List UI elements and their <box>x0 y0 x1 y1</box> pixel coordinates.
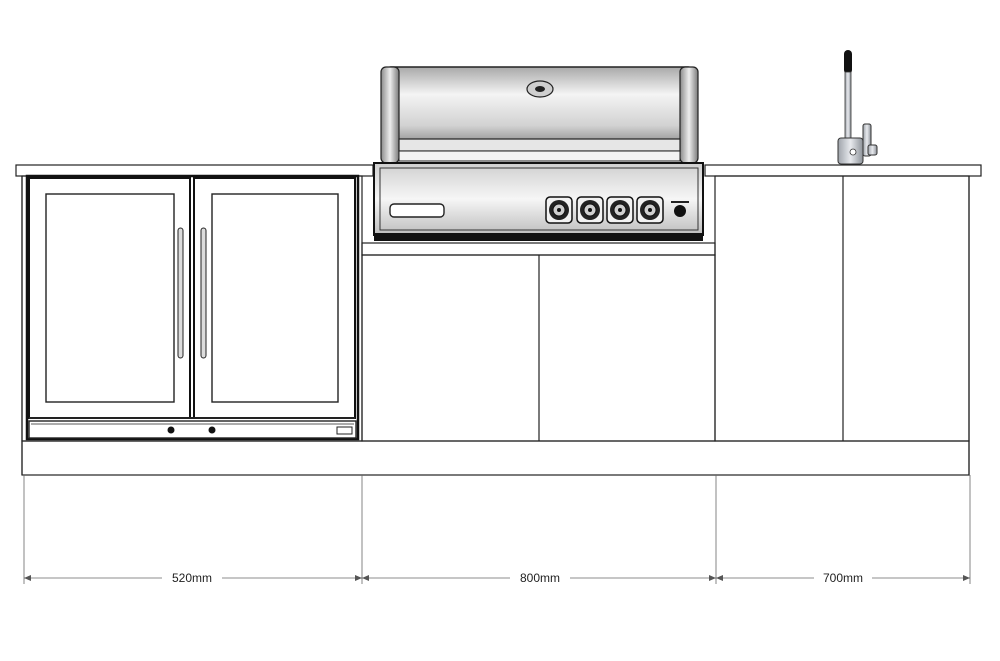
bbq-hood-end-cap-right <box>679 66 699 164</box>
plinth-band <box>21 440 970 476</box>
bbq-hood[interactable] <box>384 66 695 146</box>
fridge-screw-left <box>167 426 175 434</box>
left-benchtop <box>15 164 374 177</box>
right-benchtop <box>704 164 982 177</box>
fridge-handle-right[interactable] <box>200 227 207 359</box>
bbq-ignition-button[interactable] <box>671 201 689 217</box>
sink-module <box>704 50 982 475</box>
plinth <box>21 176 970 476</box>
fridge-door-left[interactable] <box>28 177 191 419</box>
fridge-module <box>15 164 374 442</box>
dimension-lines: 520mm 800mm 700mm <box>23 475 971 585</box>
bbq-module <box>361 66 716 442</box>
fridge-glass-right <box>211 193 339 403</box>
dimension-label-sink: 700mm <box>823 571 863 585</box>
dim-arrow-icon <box>362 575 369 581</box>
fridge-handle-left[interactable] <box>177 227 184 359</box>
dim-arrow-icon <box>709 575 716 581</box>
fridge-frame <box>25 174 360 441</box>
bbq-hood-end-cap-left <box>380 66 400 164</box>
dimension-label-fridge: 520mm <box>172 571 212 585</box>
bbq-hood-handle-bar[interactable] <box>398 138 681 152</box>
bbq-cabinet-top <box>361 242 716 256</box>
fridge-badge <box>336 426 353 435</box>
fridge-glass-left <box>45 193 175 403</box>
dim-arrow-icon <box>24 575 31 581</box>
dimension-label-bbq: 800mm <box>520 571 560 585</box>
bbq-knob-2[interactable] <box>576 196 604 224</box>
fridge-door-right[interactable] <box>193 177 356 419</box>
bbq-knob-4[interactable] <box>636 196 664 224</box>
dim-arrow-icon <box>716 575 723 581</box>
fridge-kick-plate <box>28 420 357 439</box>
dim-arrow-icon <box>963 575 970 581</box>
fridge-cabinet-body <box>21 175 363 442</box>
bbq-base-edge <box>374 233 703 241</box>
sink-cabinet-body <box>714 175 970 442</box>
bbq-logo-plate <box>389 203 445 218</box>
bbq-knob-1[interactable] <box>545 196 573 224</box>
fridge-screw-right <box>208 426 216 434</box>
sink-tap-icon[interactable] <box>837 50 878 165</box>
bbq-knob-3[interactable] <box>606 196 634 224</box>
dim-arrow-icon <box>355 575 362 581</box>
